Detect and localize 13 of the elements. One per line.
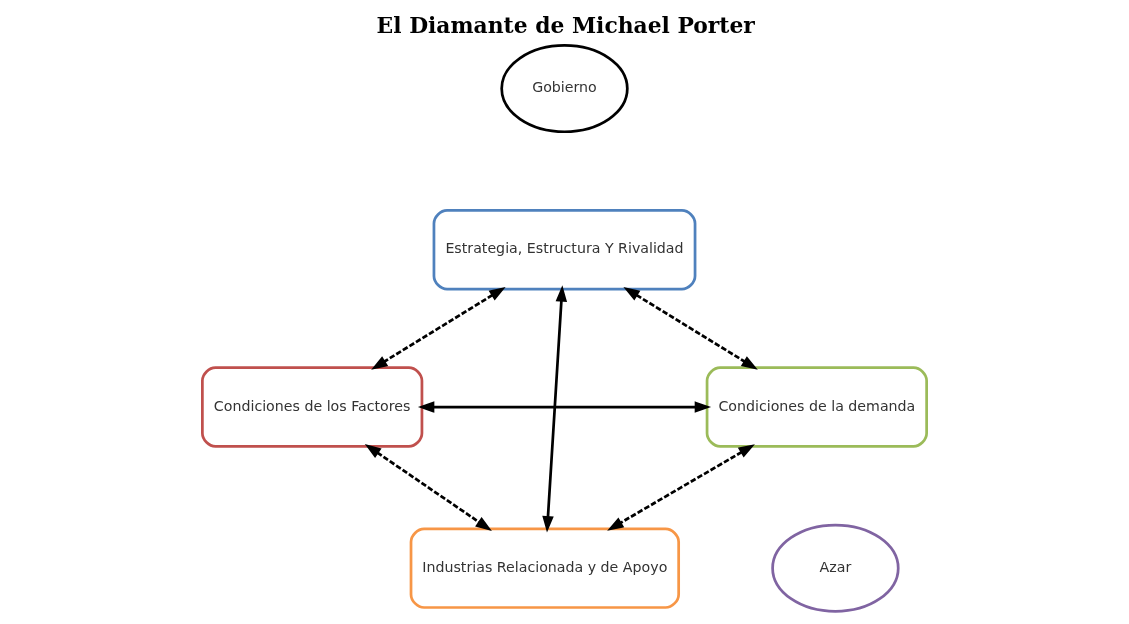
node-box: Estrategia, Estructura Y Rivalidad xyxy=(432,209,697,291)
node-box: Industrias Relacionada y de Apoyo xyxy=(409,527,681,609)
arrow xyxy=(607,444,755,531)
arrow xyxy=(417,401,712,413)
node-ellipse: Azar xyxy=(771,523,900,613)
diagram-title: El Diamante de Michael Porter xyxy=(376,12,755,39)
arrow xyxy=(542,285,568,533)
arrow xyxy=(364,444,492,531)
node-box: Condiciones de la demanda xyxy=(705,366,928,448)
arrow xyxy=(623,287,758,370)
node-ellipse: Gobierno xyxy=(500,44,629,134)
node-box: Condiciones de los Factores xyxy=(201,366,424,448)
arrow xyxy=(371,287,506,370)
